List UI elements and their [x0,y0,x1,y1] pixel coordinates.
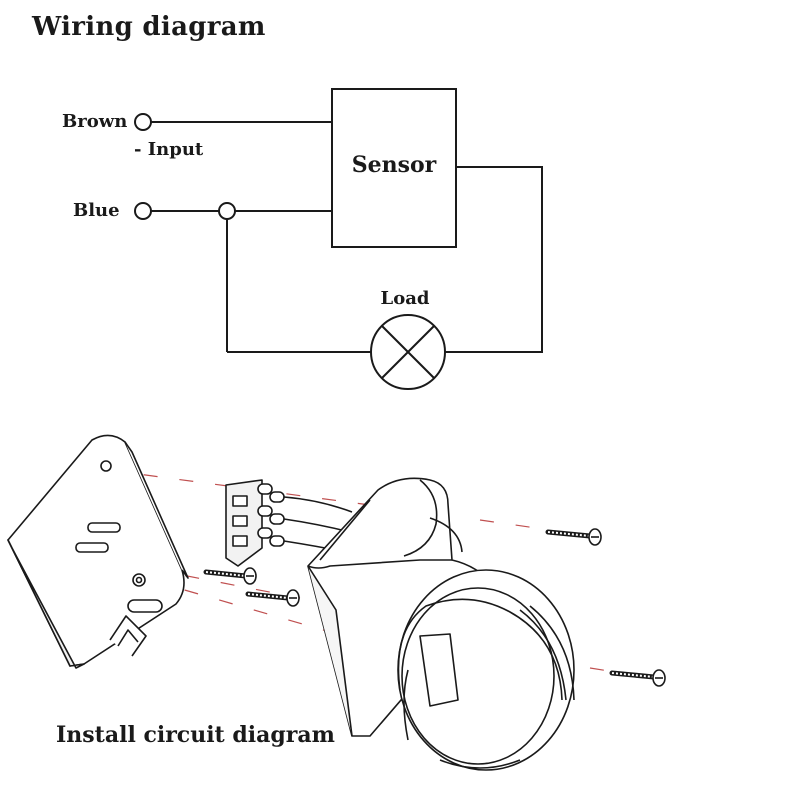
output-wire [445,166,543,353]
load-lamp [370,314,446,390]
sensor-housing [307,477,497,737]
screw-3 [545,528,602,546]
wiring-diagram-title: Wiring diagram [32,12,266,42]
screw-1 [203,567,257,585]
terminal-block [225,479,353,567]
wall-bracket [7,434,189,669]
screw-2 [245,589,300,607]
screw-4 [609,669,666,687]
load-label: Load [380,288,430,309]
blue-label: Blue [73,200,120,221]
brown-label: Brown [62,111,128,132]
sensor-label: Sensor [351,152,437,178]
install-diagram-title: Install circuit diagram [56,722,335,748]
sensor-lens [397,569,575,771]
lamp-cross-b [381,325,435,379]
input-label: - Input [134,139,204,160]
